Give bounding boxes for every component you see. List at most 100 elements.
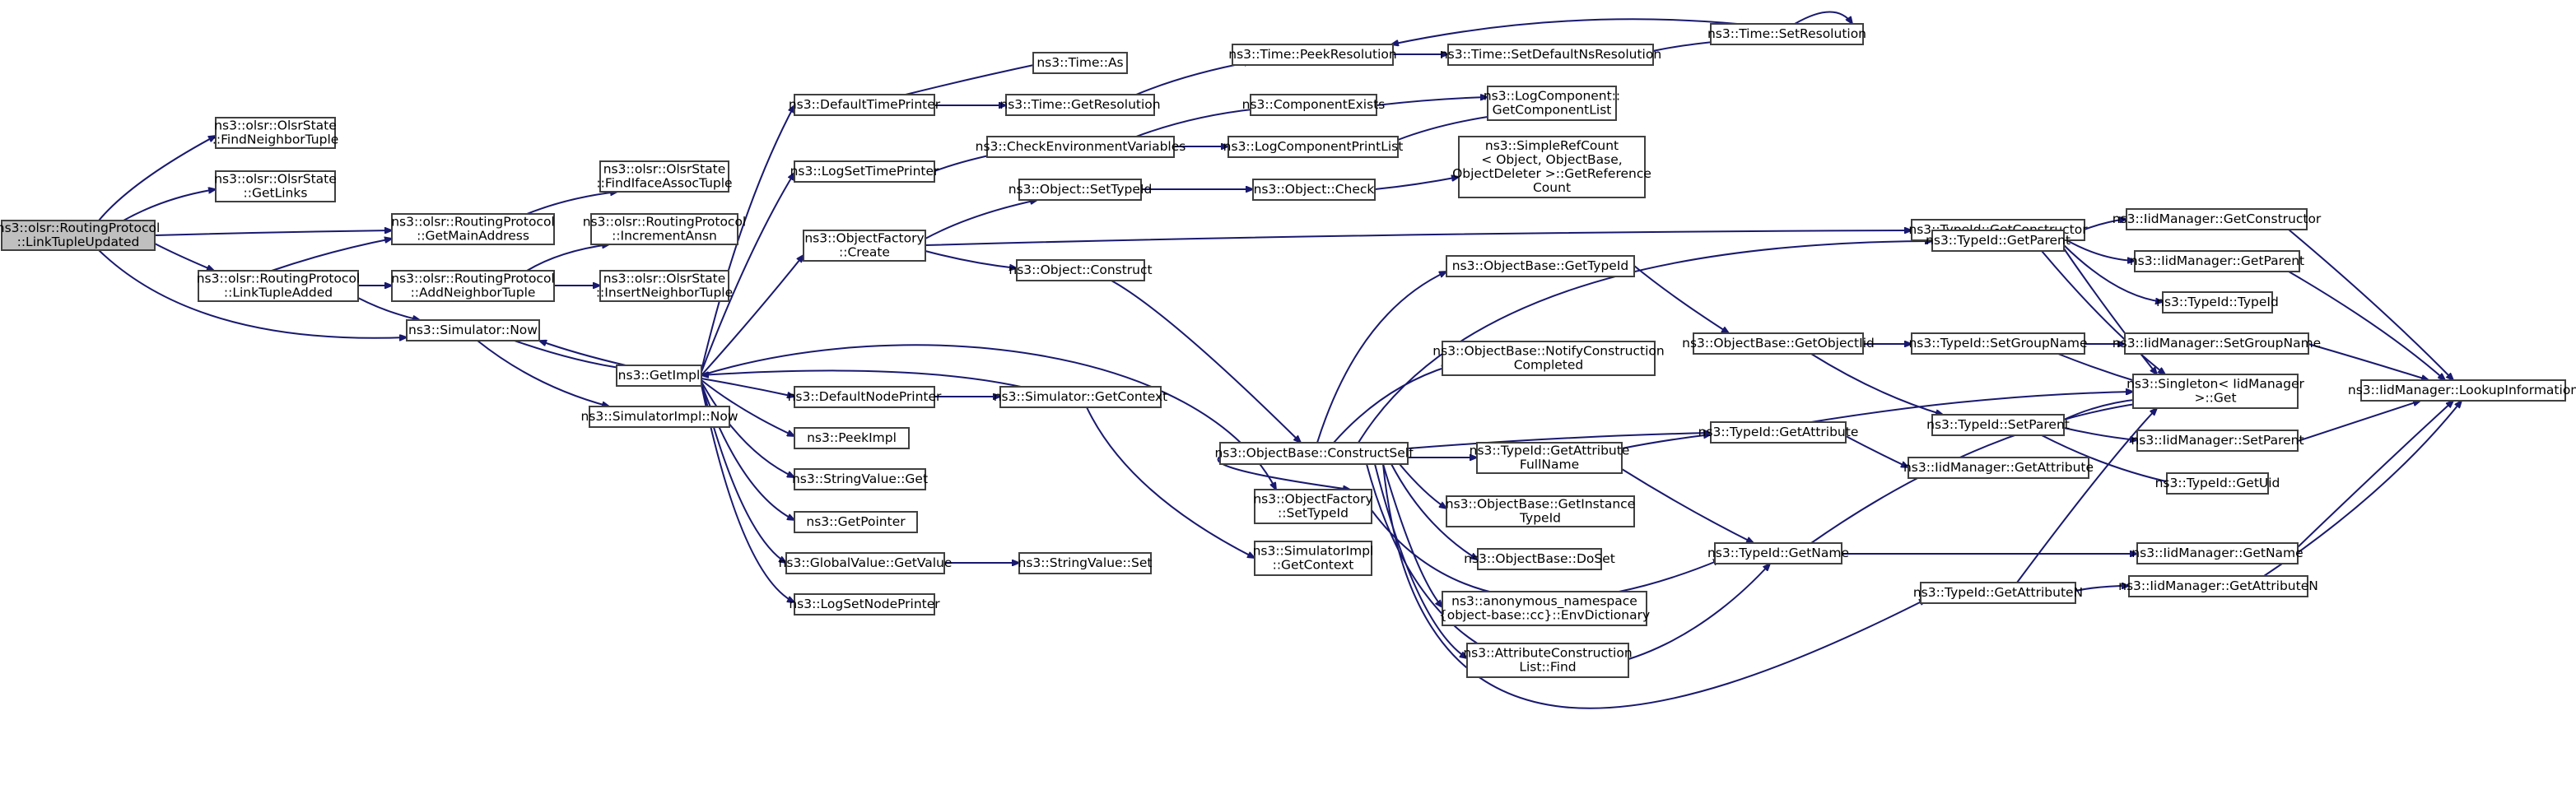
node-label: ns3::IidManager::GetAttributeN xyxy=(2118,578,2318,593)
node-label: ns3::Object::Check xyxy=(1254,182,1375,197)
edge-checkenv-to-componentexists xyxy=(1135,109,1260,137)
node-logcompprintlist[interactable]: ns3::LogComponentPrintList xyxy=(1223,136,1404,158)
node-stringvalueset[interactable]: ns3::StringValue::Set xyxy=(1018,552,1153,574)
node-tigetparent[interactable]: ns3::TypeId::GetParent xyxy=(1926,230,2071,252)
node-timesetdefault[interactable]: ns3::Time::SetDefaultNsResolution xyxy=(1440,44,1661,66)
node-label: ns3::StringValue::Get xyxy=(792,471,928,486)
node-objsettypeid[interactable]: ns3::Object::SetTypeId xyxy=(1009,179,1153,201)
node-linktupleupdated[interactable]: ns3::olsr::RoutingProtocol::LinkTupleUpd… xyxy=(0,220,160,251)
node-box xyxy=(1466,643,1629,678)
node-tigetuid[interactable]: ns3::TypeId::GetUid xyxy=(2155,472,2280,495)
node-box xyxy=(1931,414,2065,436)
node-box xyxy=(599,160,729,193)
node-box xyxy=(1693,332,1864,355)
node-iidsetgroupname[interactable]: ns3::IidManager::SetGroupName xyxy=(2113,332,2321,355)
node-label: {object-base::cc}::EnvDictionary xyxy=(1439,608,1650,623)
node-label: ns3::TypeId::TypeId xyxy=(2156,295,2279,309)
node-logsettimeprinter[interactable]: ns3::LogSetTimePrinter xyxy=(790,160,939,183)
node-objconstruct[interactable]: ns3::Object::Construct xyxy=(1009,259,1153,281)
node-label: ns3::Time::As xyxy=(1036,55,1123,70)
node-findneighbortuple[interactable]: ns3::olsr::OlsrState::FindNeighborTuple xyxy=(212,117,339,149)
node-tigetattribute[interactable]: ns3::TypeId::GetAttribute xyxy=(1698,421,1859,444)
node-incrementansn[interactable]: ns3::olsr::RoutingProtocol::IncrementAns… xyxy=(583,213,747,245)
node-iidgetname[interactable]: ns3::IidManager::GetName xyxy=(2131,542,2303,564)
node-tigetattributen[interactable]: ns3::TypeId::GetAttributeN xyxy=(1913,582,2083,604)
node-getmainaddress[interactable]: ns3::olsr::RoutingProtocol::GetMainAddre… xyxy=(391,213,555,245)
node-obgettypeid[interactable]: ns3::ObjectBase::GetTypeId xyxy=(1446,255,1635,277)
node-iidgetattributen[interactable]: ns3::IidManager::GetAttributeN xyxy=(2118,575,2318,597)
node-iidgetparent[interactable]: ns3::IidManager::GetParent xyxy=(2130,250,2304,272)
node-label: ::GetMainAddress xyxy=(417,229,529,244)
node-box xyxy=(1931,230,2065,252)
node-box xyxy=(2126,208,2308,230)
node-simplerefcount[interactable]: ns3::SimpleRefCount< Object, ObjectBase,… xyxy=(1452,136,1651,198)
node-linktupleadded[interactable]: ns3::olsr::RoutingProtocol::LinkTupleAdd… xyxy=(197,270,361,302)
node-label: ::LinkTupleUpdated xyxy=(17,235,140,249)
node-obgetobjectiid[interactable]: ns3::ObjectBase::GetObjectIid xyxy=(1682,332,1875,355)
node-objfactorysettypeid[interactable]: ns3::ObjectFactory::SetTypeId xyxy=(1253,489,1373,524)
node-timesetres[interactable]: ns3::Time::SetResolution xyxy=(1707,23,1866,45)
node-label: ns3::PeekImpl xyxy=(807,430,897,445)
node-obdoset[interactable]: ns3::ObjectBase::DoSet xyxy=(1464,548,1615,570)
node-iidgetattribute[interactable]: ns3::IidManager::GetAttribute xyxy=(1903,457,2094,479)
node-simimplgetcontext[interactable]: ns3::SimulatorImpl::GetContext xyxy=(1253,541,1374,576)
node-checkenv[interactable]: ns3::CheckEnvironmentVariables xyxy=(976,136,1186,158)
node-findifaceassoc[interactable]: ns3::olsr::OlsrState::FindIfaceAssocTupl… xyxy=(596,160,733,193)
node-box xyxy=(1232,44,1394,66)
node-getimpl[interactable]: ns3::GetImpl xyxy=(616,365,702,387)
node-tigetname[interactable]: ns3::TypeId::GetName xyxy=(1707,542,1849,564)
node-componentexists[interactable]: ns3::ComponentExists xyxy=(1242,94,1386,116)
node-tisetgroupname[interactable]: ns3::TypeId::SetGroupName xyxy=(1908,332,2088,355)
node-objfactorycreate[interactable]: ns3::ObjectFactory::Create xyxy=(803,230,926,262)
node-box xyxy=(1911,332,2085,355)
node-peekimpl[interactable]: ns3::PeekImpl xyxy=(794,427,910,449)
node-label: ::InsertNeighborTuple xyxy=(596,286,733,300)
node-timepeekres[interactable]: ns3::Time::PeekResolution xyxy=(1228,44,1397,66)
node-insertneighbortuple[interactable]: ns3::olsr::OlsrState::InsertNeighborTupl… xyxy=(596,270,733,302)
node-titypeid[interactable]: ns3::TypeId::TypeId xyxy=(2156,291,2279,314)
node-iidgetconstructor[interactable]: ns3::IidManager::GetConstructor xyxy=(2113,208,2322,230)
edge-simgetcontext-to-getimpl xyxy=(701,369,1022,388)
node-box xyxy=(1252,179,1376,201)
node-getpointer[interactable]: ns3::GetPointer xyxy=(794,511,918,533)
node-defaultnodeprinter[interactable]: ns3::DefaultNodePrinter xyxy=(788,386,942,408)
node-timeas[interactable]: ns3::Time::As xyxy=(1032,52,1128,74)
edge-obgettypeid-to-obgetobjectiid xyxy=(1633,265,1729,333)
node-label: ns3::IidManager::GetAttribute xyxy=(1903,460,2094,475)
edge-layer xyxy=(98,11,2462,709)
node-logcompgetlist[interactable]: ns3::LogComponent::GetComponentList xyxy=(1484,86,1620,121)
node-stringvalueget[interactable]: ns3::StringValue::Get xyxy=(792,468,928,490)
node-simnow[interactable]: ns3::Simulator::Now xyxy=(406,319,540,341)
edge-getimpl-to-simnow xyxy=(539,341,627,366)
node-timegetres[interactable]: ns3::Time::GetResolution xyxy=(999,94,1161,116)
node-label: FullName xyxy=(1520,458,1579,472)
node-label: ns3::olsr::OlsrState xyxy=(214,118,337,133)
edge-objconstruct-to-constructself xyxy=(1111,280,1301,443)
node-constructself[interactable]: ns3::ObjectBase::ConstructSelf xyxy=(1214,442,1414,465)
node-objcheck[interactable]: ns3::Object::Check xyxy=(1252,179,1376,201)
node-label: ns3::ComponentExists xyxy=(1242,97,1386,112)
node-box xyxy=(794,94,935,116)
node-simgetcontext[interactable]: ns3::Simulator::GetContext xyxy=(994,386,1168,408)
node-defaulttimeprinter[interactable]: ns3::DefaultTimePrinter xyxy=(789,94,941,116)
node-envdict[interactable]: ns3::anonymous_namespace{object-base::cc… xyxy=(1439,591,1650,626)
edge-tigetattribute-to-singletonget xyxy=(1810,392,2133,423)
node-iidsetparent[interactable]: ns3::IidManager::SetParent xyxy=(2131,430,2304,452)
node-logsetnodeprinter[interactable]: ns3::LogSetNodePrinter xyxy=(789,593,940,615)
node-globalvalueget[interactable]: ns3::GlobalValue::GetValue xyxy=(779,552,953,574)
node-iidlookup[interactable]: ns3::IidManager::LookupInformation xyxy=(2348,379,2576,402)
edge-tigetconstructor-to-singletonget xyxy=(2057,239,2157,374)
node-simimplnow[interactable]: ns3::SimulatorImpl::Now xyxy=(580,406,738,428)
node-getlinks[interactable]: ns3::olsr::OlsrState::GetLinks xyxy=(214,170,337,202)
node-tisetparent[interactable]: ns3::TypeId::SetParent xyxy=(1926,414,2070,436)
node-singletonget[interactable]: ns3::Singleton< IidManager >::Get xyxy=(2126,374,2305,409)
node-label: >::Get xyxy=(2194,391,2236,406)
node-addneighbortuple[interactable]: ns3::olsr::RoutingProtocol::AddNeighborT… xyxy=(391,270,555,302)
node-label: ns3::IidManager::SetParent xyxy=(2131,433,2303,448)
edge-simnow-to-getimpl xyxy=(514,340,626,369)
edge-getimpl-to-defaultnodeprinter xyxy=(701,378,794,397)
node-obnotify[interactable]: ns3::ObjectBase::NotifyConstructionCompl… xyxy=(1432,341,1665,376)
